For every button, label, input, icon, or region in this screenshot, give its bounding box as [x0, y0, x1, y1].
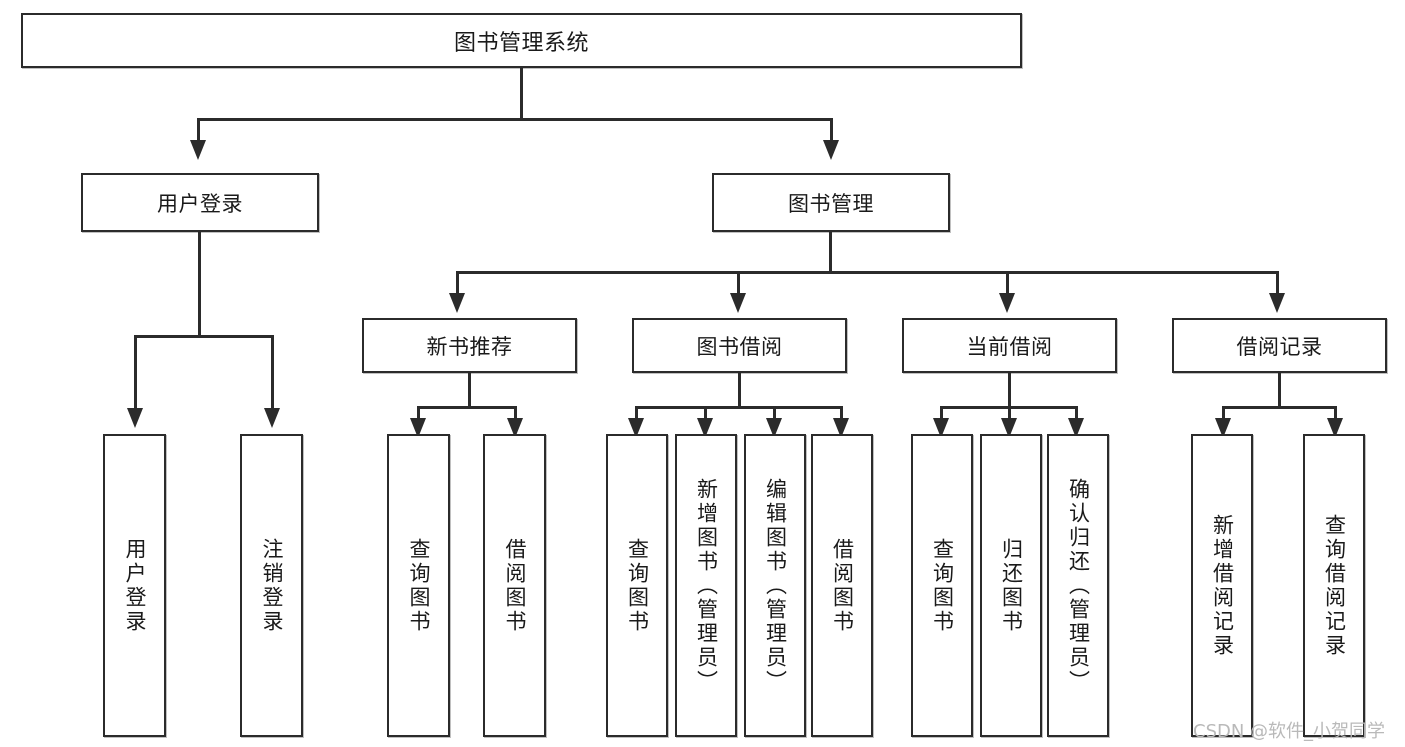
connector-current-borrow-trunk [1008, 373, 1011, 409]
leaf-current-borrow-1[interactable]: 查询图书 [911, 434, 973, 737]
node-label: 图书管理系统 [453, 30, 589, 56]
node-label: 查询图书 [406, 537, 431, 634]
connector-borrow-record-drop-2 [1334, 406, 1337, 422]
node-label: 查询借阅记录 [1322, 513, 1347, 658]
leaf-user-login-2[interactable]: 注销登录 [240, 434, 303, 737]
arrowhead-user-login-leaf-2 [264, 408, 280, 428]
connector-book-mgmt-drop-2 [737, 271, 740, 296]
connector-current-borrow-drop-2 [1008, 406, 1011, 422]
leaf-current-borrow-2[interactable]: 归还图书 [980, 434, 1042, 737]
node-label: 借阅记录 [1236, 334, 1323, 359]
connector-book-borrow-trunk [738, 373, 741, 409]
connector-book-borrow-drop-2 [704, 406, 707, 422]
node-borrow-record[interactable]: 借阅记录 [1172, 318, 1387, 373]
connector-root-bar [197, 118, 833, 121]
leaf-new-book-1[interactable]: 查询图书 [387, 434, 450, 737]
arrowhead-book-borrow-leaf-4 [833, 418, 849, 438]
arrowhead-book-borrow-leaf-2 [697, 418, 713, 438]
node-label: 用户登录 [122, 537, 147, 634]
leaf-new-book-2[interactable]: 借阅图书 [483, 434, 546, 737]
leaf-user-login-1[interactable]: 用户登录 [103, 434, 166, 737]
arrowhead-book-mgmt-to-current-borrow [999, 293, 1015, 313]
connector-root-to-book-mgmt [830, 118, 833, 143]
connector-book-borrow-bar [635, 406, 843, 409]
connector-book-mgmt-drop-1 [456, 271, 459, 296]
connector-current-borrow-drop-1 [940, 406, 943, 422]
connector-book-borrow-drop-4 [840, 406, 843, 422]
arrowhead-book-mgmt-to-borrow-book [730, 293, 746, 313]
arrowhead-current-borrow-leaf-3 [1068, 418, 1084, 438]
connector-book-mgmt-bar [456, 271, 1279, 274]
connector-book-mgmt-drop-3 [1006, 271, 1009, 296]
node-label: 查询图书 [625, 537, 650, 634]
connector-new-book-trunk [468, 373, 471, 409]
connector-user-login-bar [134, 335, 274, 338]
arrowhead-book-mgmt-to-borrow-record [1269, 293, 1285, 313]
node-label: 借阅图书 [830, 537, 855, 634]
arrowhead-root-to-book-mgmt [823, 140, 839, 160]
node-current-borrow[interactable]: 当前借阅 [902, 318, 1117, 373]
arrowhead-current-borrow-leaf-2 [1001, 418, 1017, 438]
node-label: 编辑图书（管理员） [763, 477, 788, 694]
connector-root-trunk [520, 68, 523, 120]
leaf-book-borrow-1[interactable]: 查询图书 [606, 434, 668, 737]
leaf-book-borrow-4[interactable]: 借阅图书 [811, 434, 873, 737]
arrowhead-user-login-leaf-1 [127, 408, 143, 428]
connector-borrow-record-drop-1 [1222, 406, 1225, 422]
node-label: 归还图书 [999, 537, 1024, 634]
node-label: 确认归还（管理员） [1066, 477, 1091, 694]
connector-book-borrow-drop-3 [773, 406, 776, 422]
node-label: 新增借阅记录 [1210, 513, 1235, 658]
connector-book-mgmt-trunk [829, 232, 832, 274]
arrowhead-new-book-leaf-2 [507, 418, 523, 438]
connector-book-borrow-drop-1 [635, 406, 638, 422]
connector-new-book-drop-1 [417, 406, 420, 422]
node-book-borrow[interactable]: 图书借阅 [632, 318, 847, 373]
node-label: 新增图书（管理员） [694, 477, 719, 694]
node-label: 新书推荐 [426, 334, 513, 359]
connector-user-login-trunk [198, 232, 201, 337]
node-label: 借阅图书 [502, 537, 527, 634]
node-label: 图书借阅 [696, 334, 783, 359]
leaf-book-borrow-3[interactable]: 编辑图书（管理员） [744, 434, 806, 737]
connector-book-mgmt-drop-4 [1276, 271, 1279, 296]
csdn-watermark: CSDN @软件_小贺同学 [1193, 721, 1386, 742]
leaf-borrow-record-2[interactable]: 查询借阅记录 [1303, 434, 1365, 737]
connector-user-login-drop-1 [134, 335, 137, 410]
arrowhead-current-borrow-leaf-1 [933, 418, 949, 438]
connector-new-book-bar [417, 406, 517, 409]
arrowhead-book-borrow-leaf-1 [628, 418, 644, 438]
leaf-borrow-record-1[interactable]: 新增借阅记录 [1191, 434, 1253, 737]
connector-borrow-record-bar [1222, 406, 1337, 409]
node-label: 当前借阅 [966, 334, 1053, 359]
leaf-current-borrow-3[interactable]: 确认归还（管理员） [1047, 434, 1109, 737]
leaf-book-borrow-2[interactable]: 新增图书（管理员） [675, 434, 737, 737]
node-book-management[interactable]: 图书管理 [712, 173, 950, 232]
arrowhead-book-borrow-leaf-3 [766, 418, 782, 438]
arrowhead-new-book-leaf-1 [410, 418, 426, 438]
arrowhead-root-to-user-login [190, 140, 206, 160]
connector-borrow-record-trunk [1278, 373, 1281, 409]
connector-root-to-user-login [197, 118, 200, 143]
arrowhead-borrow-record-leaf-2 [1327, 418, 1343, 438]
node-label: 注销登录 [259, 537, 284, 634]
node-label: 查询图书 [930, 537, 955, 634]
node-root-system[interactable]: 图书管理系统 [21, 13, 1022, 68]
connector-current-borrow-drop-3 [1075, 406, 1078, 422]
connector-user-login-drop-2 [271, 335, 274, 410]
connector-new-book-drop-2 [514, 406, 517, 422]
node-user-login[interactable]: 用户登录 [81, 173, 319, 232]
node-label: 图书管理 [788, 191, 874, 216]
arrowhead-borrow-record-leaf-1 [1215, 418, 1231, 438]
arrowhead-book-mgmt-to-new-book [449, 293, 465, 313]
node-new-book-recommend[interactable]: 新书推荐 [362, 318, 577, 373]
node-label: 用户登录 [157, 191, 243, 216]
